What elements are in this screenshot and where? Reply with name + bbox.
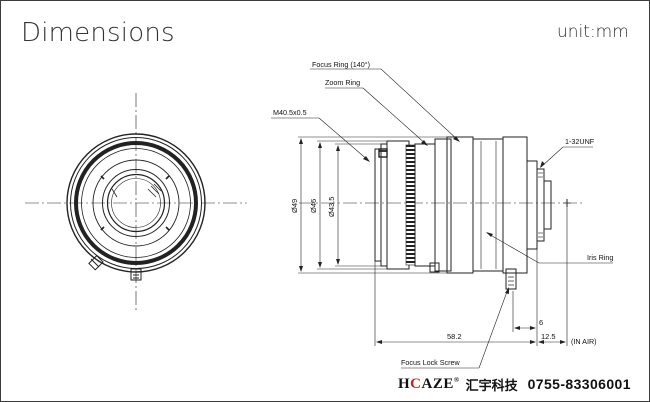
side-view [299, 136, 583, 290]
mount-thread-marks [538, 172, 543, 238]
brand-footer: HCAZE® 汇宇科技 0755-83306001 [398, 373, 631, 395]
zoom-ring-label: Zoom Ring [325, 78, 360, 87]
company-logo: HCAZE® [398, 375, 460, 392]
page-title: Dimensions [21, 18, 175, 48]
focus-ring-label: Focus Ring (140°) [312, 60, 370, 69]
rear-element [543, 180, 552, 230]
zoom-lock-tab [378, 148, 388, 158]
focus-ring-body [434, 138, 452, 272]
rear-body [502, 136, 528, 274]
dim-length-label: 58.2 [447, 332, 462, 341]
glass-reflection-marks [111, 183, 162, 198]
mount-collar [526, 160, 538, 250]
unit-label: unit:mm [557, 22, 629, 42]
lens-center [111, 178, 161, 228]
dim-flange-label: 6 [539, 318, 543, 327]
labels: Focus Ring (140°) Zoom Ring M40.5x0.5 1-… [273, 60, 613, 367]
side-lock-screw [505, 268, 517, 290]
dim-d49-label: Ø49 [290, 199, 299, 213]
focus-lock-screw-label: Focus Lock Screw [401, 358, 461, 367]
front-bottom-screw [130, 268, 142, 281]
thread-ring [81, 148, 191, 258]
dim-d46-label: Ø46 [309, 199, 318, 213]
zoom-ring-knurl [405, 144, 416, 266]
phone-number: 0755-83306001 [527, 376, 631, 392]
dimension-arrows [299, 138, 566, 344]
company-name: 汇宇科技 [465, 378, 518, 394]
mount-label: 1-32UNF [565, 137, 595, 146]
filter-thread-ring [380, 143, 388, 267]
leader-lines [271, 68, 613, 369]
side-lock-screw-upper [429, 262, 440, 273]
front-lock-screw [88, 254, 104, 271]
mid-ring [92, 159, 180, 247]
lens-barrel [102, 169, 170, 237]
iris-ring-body [472, 138, 504, 272]
dim-d43-5-label: Ø43.5 [327, 197, 336, 217]
iris-ring-label: Iris Ring [587, 253, 613, 262]
in-air-label: (IN AIR) [571, 337, 597, 346]
front-step [374, 148, 382, 262]
dimension-lines [298, 136, 568, 346]
front-ring-tick-marks [100, 175, 170, 231]
mount-thread [536, 168, 545, 242]
dim-back-focus-label: 12.5 [541, 332, 556, 341]
barrel-body [414, 143, 436, 267]
filter-thread-label: M40.5x0.5 [273, 108, 307, 117]
front-view [25, 93, 247, 311]
lens-glass [106, 173, 166, 233]
leader-arrows [363, 136, 545, 294]
knurl-ring [74, 141, 198, 265]
